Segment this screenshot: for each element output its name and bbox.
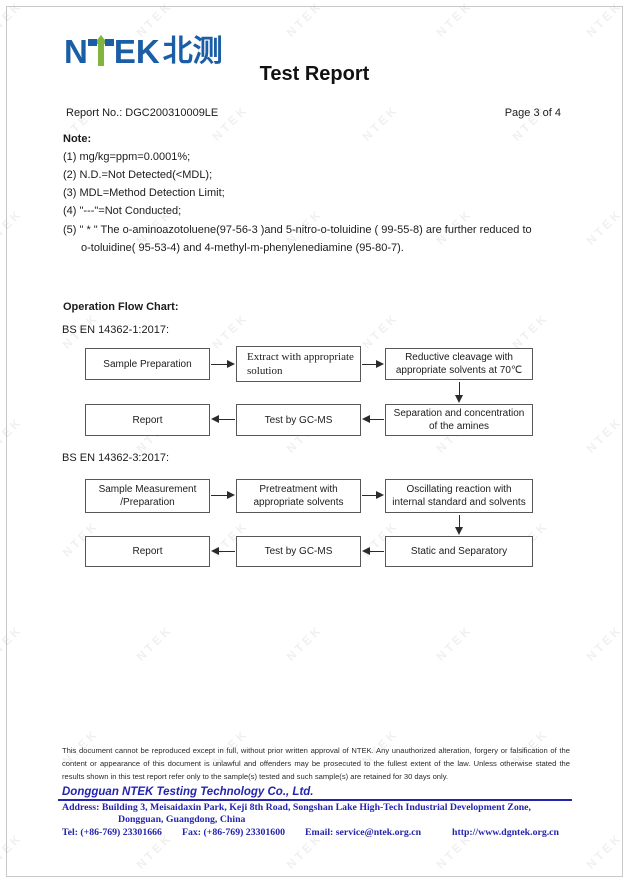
flow-box-report-2: Report: [85, 536, 210, 567]
note-item-3: (3) MDL=Method Detection Limit;: [63, 187, 225, 199]
standard-label-1: BS EN 14362-1:2017:: [62, 324, 170, 336]
logo-letters-ek: EK: [113, 33, 160, 70]
flow-box-test-gcms: Test by GC-MS: [236, 404, 361, 436]
note-item-5-continuation: o-toluidine( 95-53-4) and 4-methyl-m-phe…: [81, 242, 404, 254]
flow-box-static-separatory: Static and Separatory: [385, 536, 533, 567]
logo-letter-n: N: [64, 33, 88, 70]
report-number: Report No.: DGC200310009LE: [66, 107, 219, 119]
note-item-4: (4) "---"=Not Conducted;: [63, 205, 182, 217]
flow-box-sample-measurement: Sample Measurement /Preparation: [85, 479, 210, 513]
arrow-left-icon: [211, 547, 235, 556]
tel-label: Tel: (+86-769) 23301666: [62, 827, 162, 838]
note-heading: Note:: [63, 133, 92, 145]
arrow-left-icon: [362, 415, 384, 424]
flow-box-pretreatment: Pretreatment with appropriate solvents: [236, 479, 361, 513]
arrow-down-icon: [455, 515, 464, 535]
flow-box-reductive-cleavage: Reductive cleavage with appropriate solv…: [385, 348, 533, 380]
fax-label: Fax: (+86-769) 23301600: [182, 827, 285, 838]
arrow-right-icon: [362, 491, 384, 500]
arrow-left-icon: [211, 415, 235, 424]
disclaimer-text: This document cannot be reproduced excep…: [62, 746, 570, 781]
arrow-right-icon: [211, 360, 235, 369]
arrow-right-icon: [362, 360, 384, 369]
flow-chart-heading: Operation Flow Chart:: [63, 301, 179, 313]
logo-chinese-name: 北测: [162, 35, 223, 68]
note-item-5: (5) " * " The o-aminoazotoluene(97-56-3 …: [63, 224, 532, 236]
address-line-1: Address: Building 3, Meisaidaxin Park, K…: [62, 802, 531, 813]
ntek-logo: N EK 北测: [64, 34, 223, 68]
address-line-2: Dongguan, Guangdong, China: [118, 814, 246, 825]
footer-divider: [58, 799, 572, 801]
flow-box-oscillating-reaction: Oscillating reaction with internal stand…: [385, 479, 533, 513]
page-border: [6, 6, 623, 877]
report-title: Test Report: [259, 63, 370, 85]
company-name: Dongguan NTEK Testing Technology Co., Lt…: [62, 786, 314, 798]
flow-box-report: Report: [85, 404, 210, 436]
arrow-down-icon: [455, 382, 464, 403]
flow-box-extract: Extract with appropriate solution: [236, 346, 361, 382]
note-item-2: (2) N.D.=Not Detected(<MDL);: [63, 169, 213, 181]
website-label: http://www.dgntek.org.cn: [452, 827, 559, 838]
flow-box-sample-preparation: Sample Preparation: [85, 348, 210, 380]
logo-green-arrow-t-icon: [87, 35, 114, 68]
flow-box-test-gcms-2: Test by GC-MS: [236, 536, 361, 567]
standard-label-2: BS EN 14362-3:2017:: [62, 452, 170, 464]
flow-box-separation: Separation and concentration of the amin…: [385, 404, 533, 436]
note-item-1: (1) mg/kg=ppm=0.0001%;: [63, 151, 191, 163]
page-indicator: Page 3 of 4: [504, 107, 561, 119]
arrow-left-icon: [362, 547, 384, 556]
arrow-right-icon: [211, 491, 235, 500]
email-label: Email: service@ntek.org.cn: [305, 827, 422, 838]
